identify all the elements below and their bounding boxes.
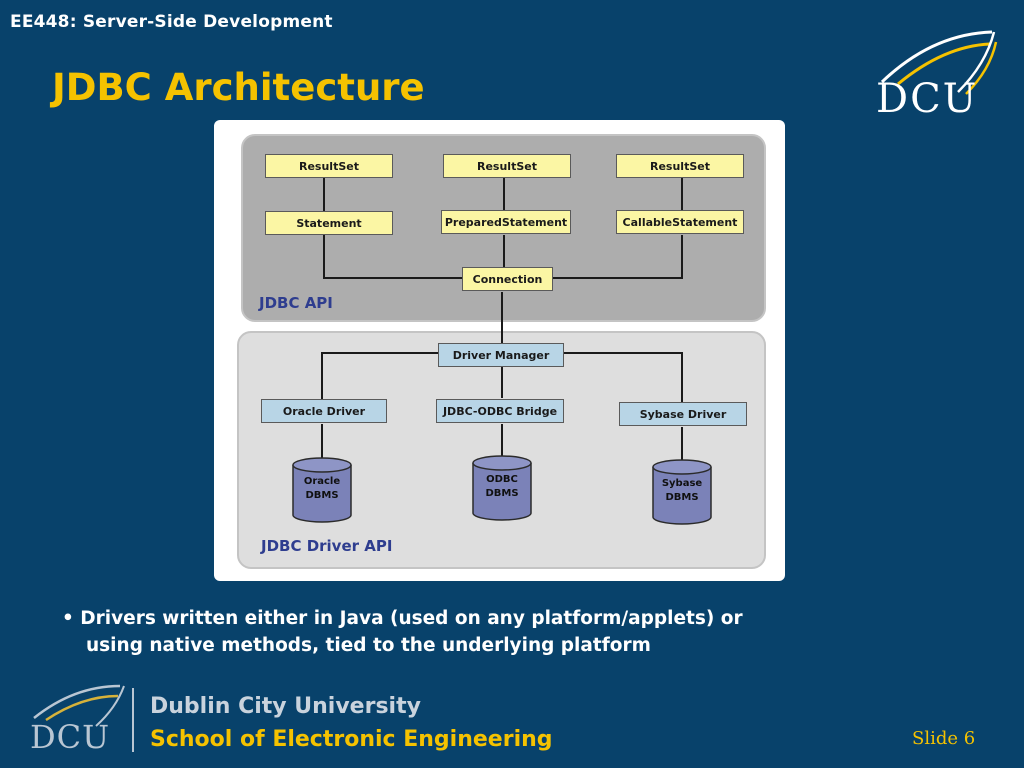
callablestatement-box: CallableStatement (616, 210, 744, 234)
db-label-line1: ODBC (486, 474, 518, 485)
oracle-dbms-label: Oracle DBMS (292, 475, 352, 503)
jdbc-driver-api-label: JDBC Driver API (261, 537, 393, 555)
db-label-line1: Sybase (661, 478, 703, 489)
oracle-dbms-cylinder: Oracle DBMS (292, 457, 352, 523)
jdbc-api-label: JDBC API (259, 294, 333, 312)
odbc-dbms-cylinder: ODBC DBMS (472, 455, 532, 521)
bullet-text-line1: Drivers written either in Java (used on … (80, 608, 743, 629)
university-name: Dublin City University (150, 694, 421, 719)
statement-box: Statement (265, 211, 393, 235)
footer-logo-swoosh-icon (33, 684, 125, 727)
connection-box: Connection (462, 267, 553, 291)
resultset-box-3: ResultSet (616, 154, 744, 178)
preparedstatement-box: PreparedStatement (441, 210, 571, 234)
dcu-logo: DCU (862, 24, 1002, 124)
sybase-dbms-cylinder: Sybase DBMS (652, 459, 712, 525)
oracle-driver-box: Oracle Driver (261, 399, 387, 423)
bullet-text-line2: using native methods, tied to the underl… (86, 635, 651, 656)
logo-swoosh-icon (880, 30, 998, 95)
slide-number: Slide 6 (912, 728, 976, 749)
sybase-dbms-label: Sybase DBMS (652, 477, 712, 505)
jdbc-diagram: JDBC API JDBC Driver API ResultSet Resul… (214, 120, 785, 581)
resultset-box-2: ResultSet (443, 154, 571, 178)
driver-manager-box: Driver Manager (438, 343, 564, 367)
footer-divider (132, 688, 134, 752)
bullet-point: • Drivers written either in Java (used o… (62, 605, 942, 659)
sybase-driver-box: Sybase Driver (619, 402, 747, 426)
db-label-line1: Oracle (303, 476, 341, 487)
bullet-marker: • (62, 608, 74, 629)
school-name: School of Electronic Engineering (150, 727, 553, 752)
footer-logo-text: DCU (30, 718, 111, 756)
footer-dcu-logo: DCU (24, 682, 144, 758)
jdbc-odbc-bridge-box: JDBC-ODBC Bridge (436, 399, 564, 423)
database-icon (472, 455, 532, 521)
db-label-line2: DBMS (305, 490, 339, 501)
db-label-line2: DBMS (665, 492, 699, 503)
database-icon (652, 459, 712, 525)
logo-text: DCU (876, 76, 979, 122)
database-icon (292, 457, 352, 523)
db-label-line2: DBMS (485, 488, 519, 499)
slide-title: JDBC Architecture (52, 66, 425, 109)
connector-lines (321, 178, 683, 460)
odbc-dbms-label: ODBC DBMS (472, 473, 532, 501)
course-title: EE448: Server-Side Development (10, 12, 333, 32)
resultset-box-1: ResultSet (265, 154, 393, 178)
